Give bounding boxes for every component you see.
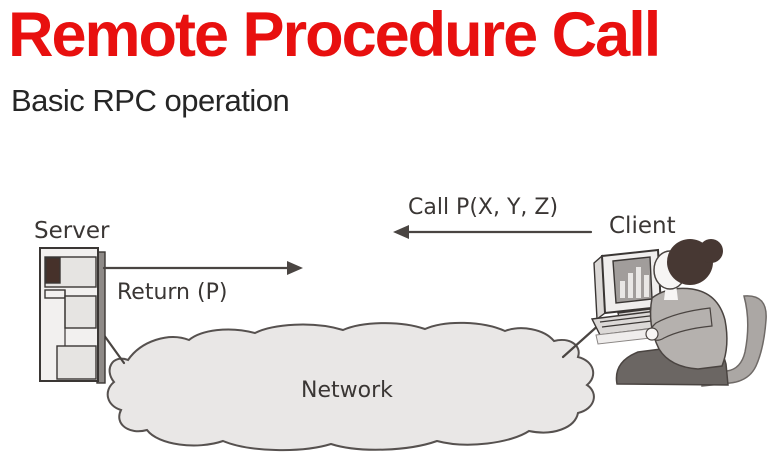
screen-bar-chart-icon [620,267,649,298]
client-network-link [561,321,603,359]
server-icon [39,247,106,384]
client-label: Client [609,213,676,239]
person-hair-bun [699,239,723,263]
slide-title: Remote Procedure Call [8,0,661,70]
slide-subtitle: Basic RPC operation [11,83,290,118]
person-hand [645,327,659,341]
network-cloud-icon [106,321,595,452]
call-arrow [393,225,593,239]
server-drive-bay [45,257,61,284]
client-person-icon [615,239,767,387]
network-label: Network [301,378,393,403]
return-arrow [102,261,303,275]
server-label: Server [34,218,110,244]
chair-icon [700,295,767,387]
return-arrow-label: Return (P) [117,280,227,305]
call-arrow-label: Call P(X, Y, Z) [408,195,558,220]
